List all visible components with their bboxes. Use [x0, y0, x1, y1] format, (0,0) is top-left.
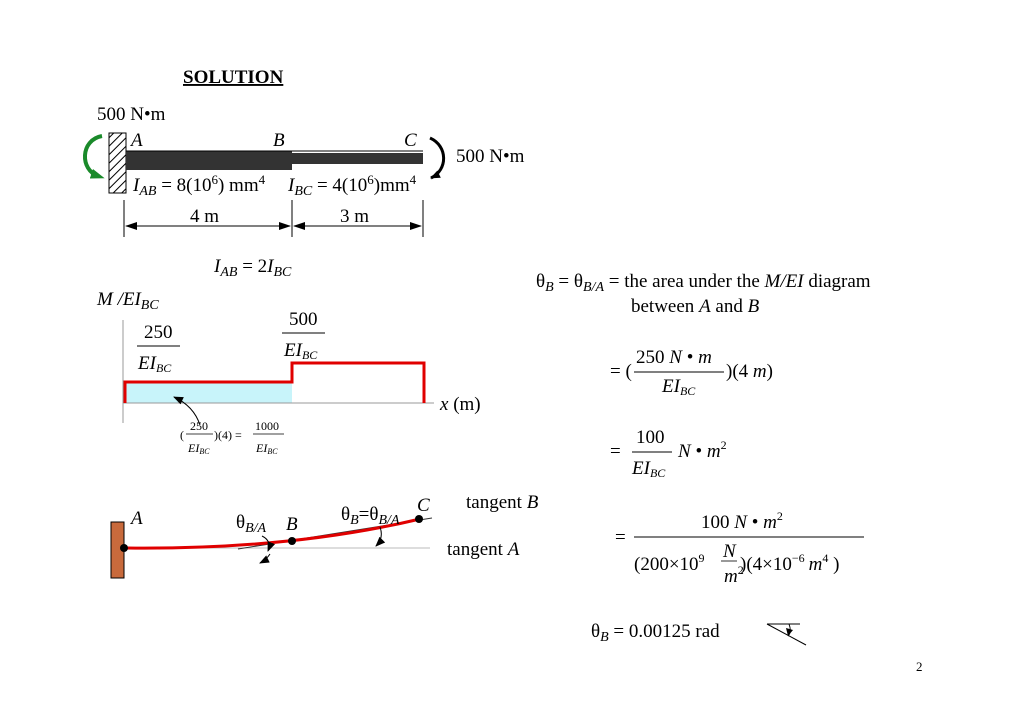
tangent-a-label: tangent A	[447, 539, 520, 560]
eq2-prefix: = (	[610, 361, 632, 382]
area-calc-open: (	[180, 428, 184, 442]
curve-label-c: C	[417, 495, 430, 516]
theta-b-arc-arrow	[375, 526, 386, 547]
length-ab-label: 4 m	[190, 206, 219, 227]
mei-right-value-num: 500	[289, 309, 318, 330]
elastic-curve	[123, 517, 421, 550]
curve-label-a: A	[129, 508, 143, 529]
theta-b-definition-line2: between A and B	[631, 296, 760, 317]
eq4-numerator: 100 N • m2	[701, 509, 783, 533]
left-moment-label: 500 N•m	[97, 104, 166, 125]
theta-b-equals-label: θB=θB/A	[341, 504, 400, 528]
eq4-unit-fraction-den: m2	[724, 563, 744, 587]
curve-label-b: B	[286, 514, 298, 535]
area-calc-num: 250	[190, 419, 208, 433]
eq4-unit-fraction-num: N	[722, 541, 737, 562]
theta-ba-label: θB/A	[236, 512, 267, 536]
left-moment-arrow	[83, 134, 105, 179]
area-calc-mid: )(4) =	[214, 428, 242, 442]
eq3-denominator: EIBC	[631, 458, 666, 480]
final-result: θB = 0.00125 rad	[591, 621, 720, 645]
iab-expression: IAB = 8(106) mm4	[132, 172, 266, 199]
mei-diagram-line	[123, 361, 426, 403]
tangent-b-label: tangent B	[466, 492, 539, 513]
area-callout-leader	[173, 396, 201, 426]
mei-area-shading	[125, 382, 292, 403]
mei-x-label: x (m)	[439, 394, 481, 415]
wall-support	[108, 132, 127, 194]
theta-ba-lower-arrow	[259, 553, 271, 564]
right-moment-arrow	[429, 136, 446, 180]
area-calc-den: EIBC	[187, 441, 210, 456]
beam-label-c: C	[404, 130, 417, 151]
mei-right-value-den: EIBC	[283, 340, 318, 362]
beam-label-b: B	[273, 130, 285, 151]
eq2-numerator: 250 N • m	[636, 347, 712, 368]
inertia-relation: IAB = 2IBC	[213, 256, 292, 280]
ibc-expression: IBC = 4(106)mm4	[287, 172, 417, 199]
eq3-unit: N • m2	[677, 438, 727, 462]
eq3-numerator: 100	[636, 427, 665, 448]
beam-label-a: A	[129, 130, 143, 151]
point-b-marker	[288, 537, 296, 545]
rotation-direction-icon	[766, 623, 807, 646]
point-a-marker	[120, 544, 128, 552]
beam-segment-ab	[126, 151, 292, 170]
length-bc-label: 3 m	[340, 206, 369, 227]
eq2-suffix: )(4 m)	[726, 361, 773, 382]
page-number: 2	[916, 659, 923, 674]
area-calc-result-num: 1000	[255, 419, 279, 433]
eq3-prefix: =	[610, 441, 621, 462]
point-c-marker	[415, 515, 423, 523]
mei-axis-label: M /EIBC	[96, 289, 159, 313]
eq2-denominator: EIBC	[661, 376, 696, 398]
mei-left-value-den: EIBC	[137, 353, 172, 375]
theta-b-definition: θB = θB/A = the area under the M/EI diag…	[536, 271, 871, 295]
area-calc-result-den: EIBC	[255, 441, 278, 456]
right-moment-label: 500 N•m	[456, 146, 525, 167]
beam-segment-bc	[292, 153, 423, 164]
eq4-prefix: =	[615, 527, 626, 548]
eq4-denominator-left: (200×109	[634, 551, 705, 575]
heading: SOLUTION	[183, 67, 284, 88]
theta-ba-arc-arrow	[261, 535, 276, 552]
mei-left-value-num: 250	[144, 322, 173, 343]
